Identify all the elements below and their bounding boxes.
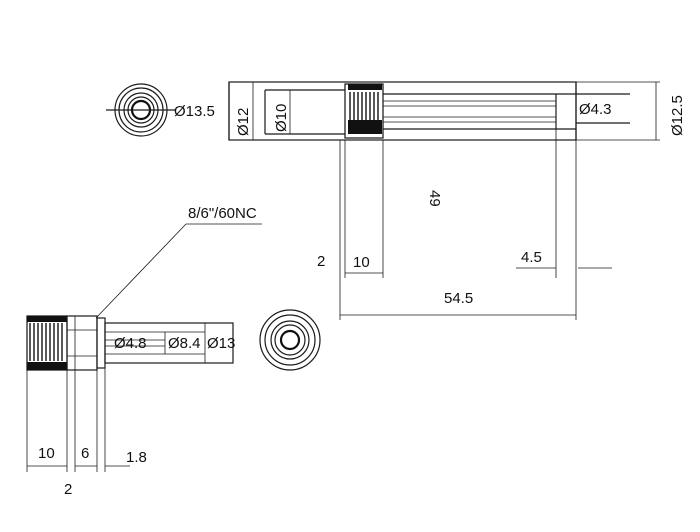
top-inner-diameter-label: Ø10 [273, 104, 290, 132]
thread-leader [95, 223, 262, 319]
top-total-length-label: 54.5 [444, 290, 473, 307]
bottom-thread-length-label: 1.8 [126, 449, 147, 466]
top-extension-lines [339, 129, 612, 320]
bottom-bore-diameter-label: Ø4.8 [114, 335, 147, 352]
top-knurl-length-label: 10 [353, 254, 370, 271]
bottom-main-body [26, 315, 234, 371]
bottom-gap-label: 2 [64, 481, 72, 498]
top-bore-diameter-label: Ø4.3 [579, 101, 612, 118]
top-end-diameter-label: Ø13.5 [174, 103, 215, 120]
thread-callout-label: 8/6"/60NC [188, 205, 257, 222]
top-right-offset-label: 4.5 [521, 249, 542, 266]
top-length-rotated-label: 49 [426, 190, 443, 207]
bottom-knurl-length-label: 10 [38, 445, 55, 462]
top-left-small-label: 2 [317, 253, 325, 270]
top-left-dims [252, 82, 291, 140]
top-right-dim [576, 81, 660, 141]
bottom-body-diameter-label: Ø8.4 [168, 335, 201, 352]
bottom-extension-lines [26, 368, 130, 472]
bottom-flange-diameter-label: Ø13 [207, 335, 235, 352]
bottom-collar-length-label: 6 [81, 445, 89, 462]
top-main-body [228, 81, 630, 141]
top-outer-diameter-left-label: Ø12 [235, 108, 252, 136]
top-end-view [106, 83, 176, 137]
top-outer-diameter-right-label: Ø12.5 [669, 95, 686, 136]
bottom-end-view [259, 309, 321, 371]
